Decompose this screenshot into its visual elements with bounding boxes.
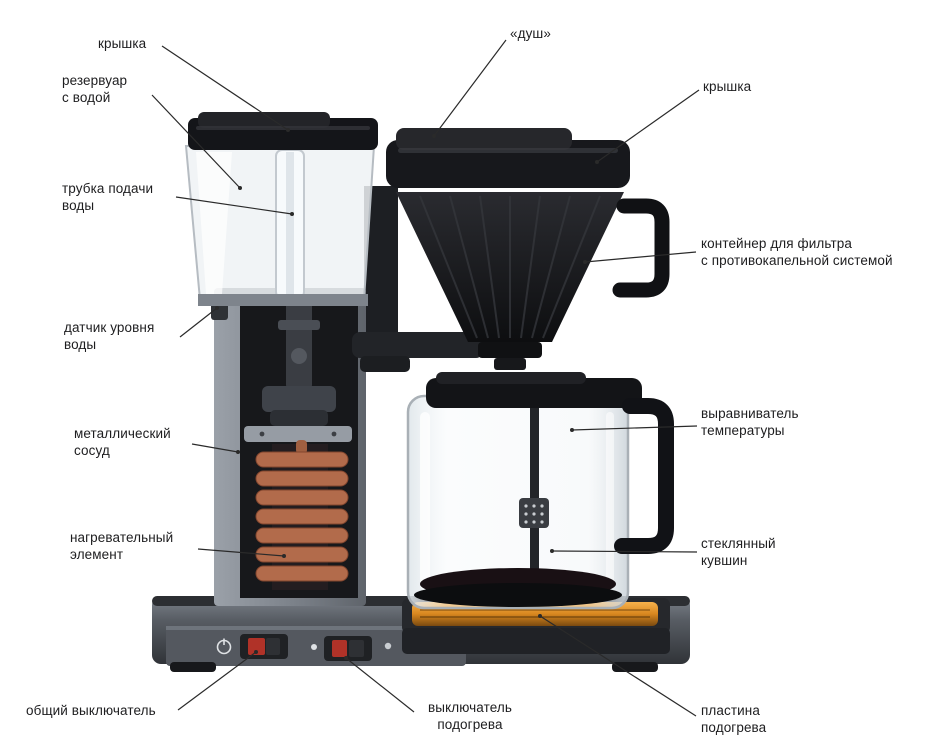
drip-stop [478, 342, 542, 358]
leader-heating-element [197, 548, 285, 557]
label-filter-container: контейнер для фильтра с противокапельной… [701, 236, 893, 268]
leader-heater-switch [345, 657, 415, 713]
carafe-handle [614, 398, 674, 554]
label-metal-vessel: металлический сосуд [74, 426, 171, 458]
carafe-lid [426, 372, 642, 408]
leader-filter-container [584, 251, 697, 263]
leader-temp-equalizer [571, 425, 698, 431]
hotplate-switch[interactable] [324, 636, 372, 661]
filter-cone [396, 192, 624, 342]
temperature-equalizer-tube [519, 404, 549, 582]
indicator-dot [384, 642, 392, 650]
heater-icon [311, 644, 317, 650]
leader-lid-right [596, 89, 700, 163]
leader-water-sensor [179, 307, 218, 338]
leader-lid-left [161, 45, 289, 131]
filter-assembly [352, 128, 670, 372]
reservoir-lid [188, 112, 378, 150]
label-temp-equalizer: выравниватель температуры [701, 406, 799, 438]
label-glass-jug: стеклянный кувшин [701, 536, 776, 568]
label-water-tube: трубка подачи воды [62, 181, 154, 213]
label-main-switch: общий выключатель [26, 703, 156, 718]
leader-metal-vessel [191, 443, 239, 453]
water-reservoir [184, 112, 378, 306]
filter-handle [612, 198, 670, 298]
glass-carafe [406, 372, 674, 610]
leader-shower [433, 39, 507, 137]
label-water-sensor: датчик уровня воды [64, 320, 155, 352]
label-heating-plate: пластина подогрева [701, 703, 767, 735]
leader-heating-plate [539, 615, 697, 717]
label-lid-right: крышка [703, 79, 752, 94]
leader-glass-jug [551, 550, 698, 553]
label-heating-element: нагревательный элемент [70, 530, 174, 562]
leader-reservoir [151, 94, 241, 189]
label-shower: «душ» [510, 26, 551, 41]
water-supply-tube [275, 149, 305, 299]
main-power-switch[interactable] [240, 634, 288, 659]
label-lid-left: крышка [98, 36, 147, 51]
power-icon [216, 638, 232, 655]
heating-element-coil [255, 440, 349, 590]
metal-vessel-tower [211, 288, 366, 606]
filter-lid [386, 128, 630, 188]
leader-main-switch [177, 651, 257, 711]
leader-water-tube [175, 196, 293, 215]
label-heater-switch: выключатель подогрева [428, 700, 512, 732]
label-reservoir: резервуар с водой [62, 73, 128, 105]
leader-lines [151, 39, 700, 717]
